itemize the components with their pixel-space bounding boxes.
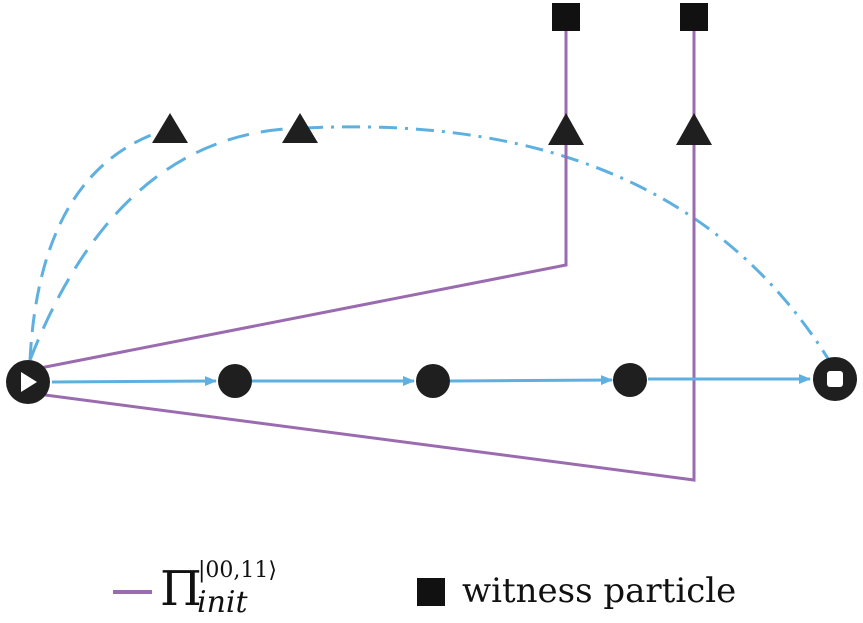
triangle-marker-1 [152, 113, 188, 143]
legend-projector-symbol: Π [160, 561, 202, 617]
witness-square-2 [680, 3, 708, 31]
triangle-marker-2 [282, 113, 318, 143]
flow-arrow-1 [51, 376, 217, 387]
intermediate-node-2 [416, 364, 450, 398]
legend-witness-label: witness particle [462, 571, 736, 611]
triangle-marker-3 [548, 113, 584, 145]
intermediate-node-3 [613, 363, 647, 397]
filled-square-icon [417, 578, 445, 606]
dashed-arc-outer [28, 126, 306, 361]
witness-square-1 [552, 3, 580, 31]
legend: Π |00,11⟩ init witness particle [113, 558, 736, 620]
stop-square-icon [827, 371, 843, 387]
start-node [6, 360, 50, 404]
triangle-marker-4 [676, 113, 712, 145]
legend-projector-superscript: |00,11⟩ [198, 558, 277, 583]
flow-arrow-3 [449, 375, 613, 386]
dashed-arc-inner [28, 128, 166, 361]
end-node [813, 357, 857, 401]
dash-dot-arc [304, 125, 837, 371]
play-icon [21, 372, 37, 392]
projector-line-upper [29, 17, 568, 372]
legend-projector-subscript: init [197, 585, 249, 620]
projector-line-lower [29, 17, 696, 482]
intermediate-node-1 [218, 364, 252, 398]
